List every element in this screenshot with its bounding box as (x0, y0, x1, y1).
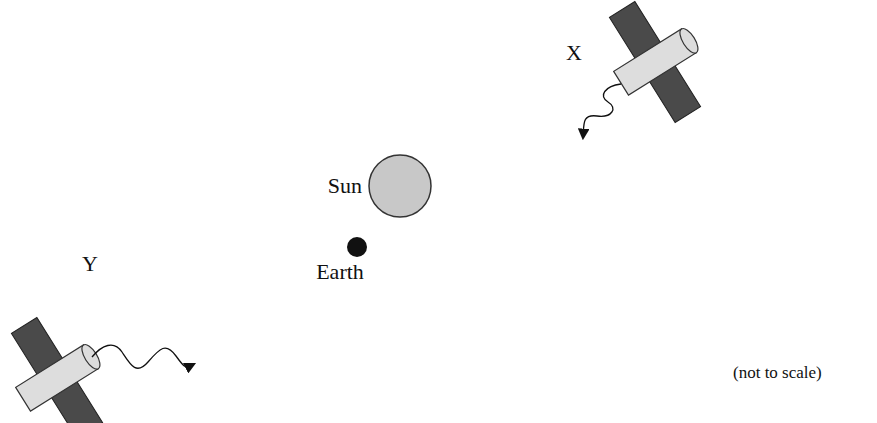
signal-wave (92, 345, 194, 368)
satellite-label: X (566, 40, 582, 65)
signal-wave (583, 84, 621, 138)
sun-body (369, 155, 431, 217)
satellite-label: Y (82, 251, 98, 276)
body-label: Sun (328, 173, 362, 198)
body-label: Earth (316, 259, 364, 284)
satellite-x (588, 0, 727, 136)
scale-note: (not to scale) (733, 363, 822, 383)
earth-body (347, 237, 367, 257)
satellite-y (0, 301, 129, 423)
